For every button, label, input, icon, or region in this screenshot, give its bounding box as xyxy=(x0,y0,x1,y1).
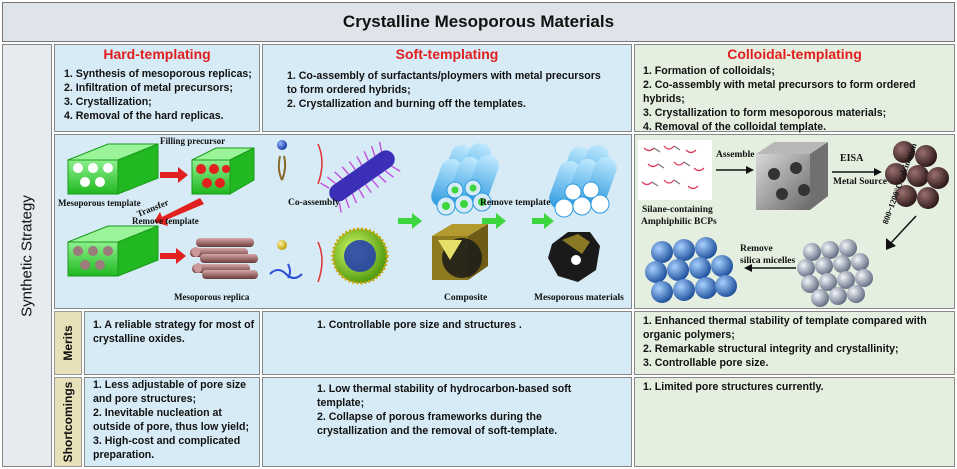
merits-colloid-item: 3. Controllable pore size. xyxy=(643,357,769,369)
colloid-step: 2. Co-assembly with metal precursors to … xyxy=(643,79,916,105)
merits-soft-cell: 1. Controllable pore size and structures… xyxy=(262,311,632,375)
arrow-eisa-head xyxy=(874,168,882,176)
composite-cube xyxy=(432,224,488,280)
bcp-chains-gray xyxy=(651,145,691,187)
hard-heading: Hard-templating xyxy=(103,46,211,62)
hard-template-diagram xyxy=(67,143,258,279)
spherical-micelle xyxy=(331,227,389,285)
soft-header-cell: Soft-templating 1. Co-assembly of surfac… xyxy=(262,44,632,132)
ordered-hybrid-tubes xyxy=(431,142,499,216)
arrow-remove-silica-head xyxy=(744,264,752,272)
mesoporous-replica-rods xyxy=(190,238,258,279)
hard-step: 3. Crystallization; xyxy=(64,96,152,108)
soft-arrow-1 xyxy=(398,213,422,229)
metal-coated-cluster xyxy=(885,141,949,209)
arrow-calcination xyxy=(889,215,917,245)
hard-arrow-remove xyxy=(160,248,186,264)
label-metal-source: Metal Source xyxy=(833,177,887,187)
label-remove-template-hard: Remove template xyxy=(132,216,199,226)
soft-arrow-2 xyxy=(482,213,506,229)
bcp-chains xyxy=(641,145,705,190)
assembled-cube xyxy=(756,142,828,210)
merits-colloid-item: 2. Remarkable structural integrity and c… xyxy=(643,343,899,355)
colloid-step: 1. Formation of colloidals; xyxy=(643,65,775,77)
shortcomings-soft-item: 1. Low thermal stability of hydrocarbon-… xyxy=(317,383,572,409)
merits-colloid-item: 1. Enhanced thermal stability of templat… xyxy=(643,315,927,341)
shortcomings-hard-item: 1. Less adjustable of pore size and pore… xyxy=(93,379,247,405)
shortcomings-label: Shortcomings xyxy=(61,381,75,463)
mesoporous-blue-block xyxy=(645,237,737,303)
soft-heading: Soft-templating xyxy=(395,46,499,62)
cylindrical-micelle xyxy=(320,141,401,213)
label-silane-line1: Silane-containing xyxy=(642,205,713,215)
colloid-steps: 1. Formation of colloidals; 2. Co-assemb… xyxy=(635,62,954,134)
merits-label: Merits xyxy=(61,325,75,361)
colloid-step: 3. Crystallization to form mesoporous ma… xyxy=(643,107,887,119)
silica-sphere-packing xyxy=(797,239,873,307)
merits-hard-cell: 1. A reliable strategy for most of cryst… xyxy=(84,311,260,375)
hard-steps: 1. Synthesis of mesoporous replicas; 2. … xyxy=(55,62,259,123)
soft-arrow-3 xyxy=(532,213,554,229)
label-eisa: EISA xyxy=(840,153,864,164)
label-assemble: Assemble xyxy=(716,150,755,160)
colloid-template-diagram xyxy=(638,140,949,307)
soft-template-diagram xyxy=(269,140,617,285)
mesoporous-template-green-empty xyxy=(67,143,159,195)
label-composite: Composite xyxy=(444,293,488,303)
shortcomings-hard-cell: 1. Less adjustable of pore size and pore… xyxy=(84,377,260,467)
label-co-assembly: Co-assembly xyxy=(288,198,340,208)
shortcomings-hard-item: 3. High-cost and complicated preparation… xyxy=(93,435,241,461)
colloid-step: 4. Removal of the colloidal template. xyxy=(643,121,827,133)
hard-arrow-transfer xyxy=(154,198,204,226)
shortcomings-row-label: Shortcomings xyxy=(54,377,82,467)
arrow-assemble-head xyxy=(746,166,754,174)
hard-step: 4. Removal of the hard replicas. xyxy=(64,110,224,122)
label-remove-silica-line2: silica micelles xyxy=(740,256,796,266)
filled-template xyxy=(191,147,255,195)
shortcomings-colloid-item: 1. Limited pore structures currently. xyxy=(643,381,824,393)
colloid-header-cell: Colloidal-templating 1. Formation of col… xyxy=(634,44,955,134)
hard-header-cell: Hard-templating 1. Synthesis of mesoporo… xyxy=(54,44,260,132)
side-label-panel: Synthetic Strategy xyxy=(2,44,52,467)
merits-soft-item: 1. Controllable pore size and structures… xyxy=(317,319,522,331)
mesoporous-material-shape xyxy=(548,232,600,282)
label-remove-silica-line1: Remove xyxy=(740,244,773,254)
soft-step: 1. Co-assembly of surfactants/ploymers w… xyxy=(287,70,601,96)
soft-steps: 1. Co-assembly of surfactants/ploymers w… xyxy=(263,62,631,111)
merits-hard-item: 1. A reliable strategy for most of cryst… xyxy=(93,319,255,345)
hard-arrow-fill xyxy=(160,167,188,183)
hard-step: 2. Infiltration of metal precursors; xyxy=(64,82,233,94)
shortcomings-hard-item: 2. Inevitable nucleation at outside of p… xyxy=(93,407,249,433)
template-with-precursor xyxy=(67,225,159,277)
merits-colloid-cell: 1. Enhanced thermal stability of templat… xyxy=(634,311,955,375)
label-mesoporous-materials: Mesoporous materials xyxy=(534,293,624,303)
shortcomings-colloid-cell: 1. Limited pore structures currently. xyxy=(634,377,955,467)
shortcomings-soft-item: 2. Collapse of porous frameworks during … xyxy=(317,411,558,437)
shortcomings-soft-cell: 1. Low thermal stability of hydrocarbon-… xyxy=(262,377,632,467)
label-silane-line2: Amphiphilic BCPs xyxy=(641,217,717,227)
label-mesoporous-replica: Mesoporous replica xyxy=(174,292,250,302)
side-label: Synthetic Strategy xyxy=(18,194,36,317)
arrow-calcination-head xyxy=(886,238,896,250)
surfactant-icons xyxy=(269,140,323,283)
colloid-heading: Colloidal-templating xyxy=(727,46,862,62)
merits-row-label: Merits xyxy=(54,311,82,375)
label-remove-template-soft: Remove template xyxy=(480,198,551,208)
label-mesoporous-template: Mesoporous template xyxy=(58,198,141,208)
mesoporous-tubes-empty xyxy=(549,144,617,218)
soft-step: 2. Crystallization and burning off the t… xyxy=(287,98,526,110)
figure-title: Crystalline Mesoporous Materials xyxy=(2,2,955,42)
hard-step: 1. Synthesis of mesoporous replicas; xyxy=(64,68,252,80)
label-filling-precursor: Filling precursor xyxy=(160,136,226,146)
